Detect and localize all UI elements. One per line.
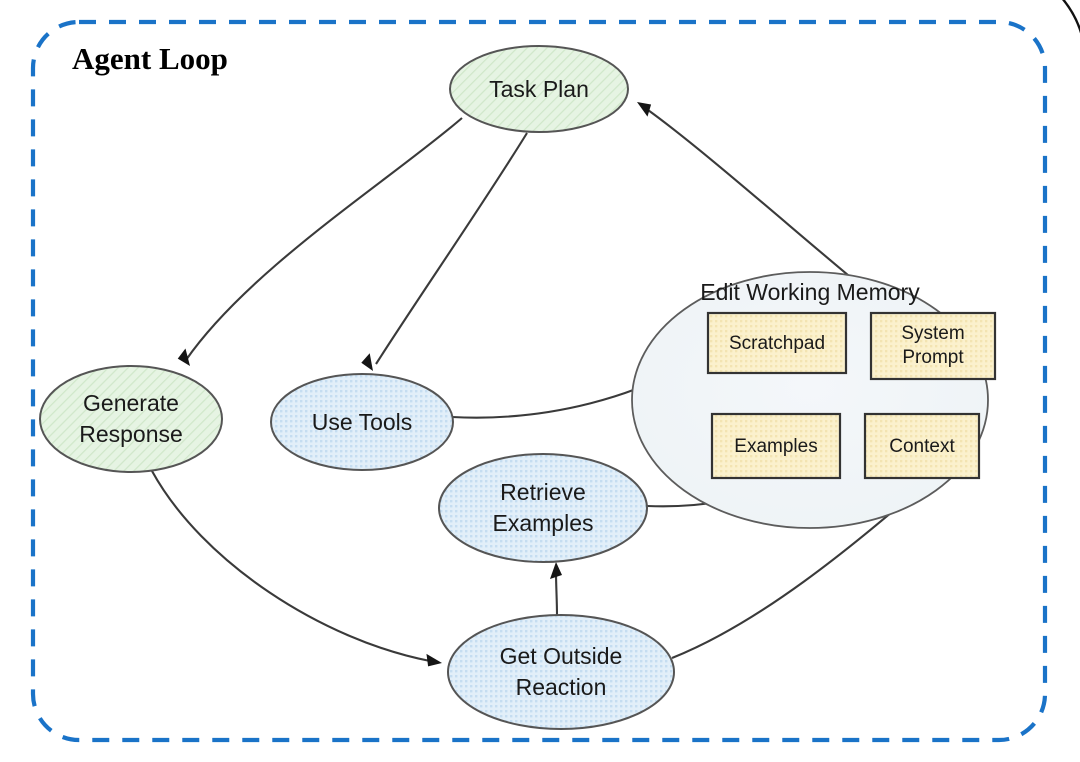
node-get-outside-reaction[interactable]: Get Outside Reaction [447, 614, 675, 730]
edge-generate-response-to-get-outside-reaction [151, 470, 442, 667]
system-prompt-box[interactable]: System Prompt [869, 311, 997, 381]
context-label: Context [889, 436, 955, 457]
generate-response-label-line1: Generate [83, 390, 179, 416]
edit-working-memory-ellipse [631, 271, 989, 529]
system-prompt-label-line2: Prompt [902, 347, 964, 368]
node-task-plan[interactable]: Task Plan [449, 45, 629, 133]
generate-response-label-line2: Response [79, 421, 183, 447]
retrieve-examples-label-line2: Examples [493, 510, 594, 536]
node-retrieve-examples[interactable]: Retrieve Examples [438, 453, 648, 563]
context-box[interactable]: Context [863, 412, 981, 480]
edge-edit-working-memory-to-task-plan [637, 102, 873, 296]
edge-task-plan-to-generate-response [177, 117, 463, 366]
task-plan-label: Task Plan [489, 76, 589, 102]
system-prompt-label-line1: System [901, 323, 964, 344]
node-use-tools[interactable]: Use Tools [270, 373, 454, 471]
examples-box[interactable]: Examples [710, 412, 842, 480]
node-generate-response[interactable]: Generate Response [39, 365, 223, 473]
edit-working-memory-label: Edit Working Memory [700, 279, 920, 305]
retrieve-examples-label-line1: Retrieve [500, 479, 586, 505]
examples-label: Examples [734, 436, 817, 457]
frame-title: Agent Loop [72, 41, 228, 76]
scratchpad-label: Scratchpad [729, 333, 825, 354]
agent-loop-frame [30, 19, 1048, 743]
edge-get-outside-reaction-to-retrieve-examples [550, 562, 562, 617]
outer-frame-edge [1061, 0, 1080, 34]
get-outside-reaction-label-line1: Get Outside [500, 643, 623, 669]
get-outside-reaction-label-line2: Reaction [516, 674, 607, 700]
scratchpad-box[interactable]: Scratchpad [706, 311, 848, 375]
edge-task-plan-to-use-tools [361, 132, 528, 371]
edit-working-memory-group[interactable]: Edit Working Memory Scratchpad System Pr… [631, 271, 997, 529]
use-tools-label: Use Tools [312, 409, 413, 435]
